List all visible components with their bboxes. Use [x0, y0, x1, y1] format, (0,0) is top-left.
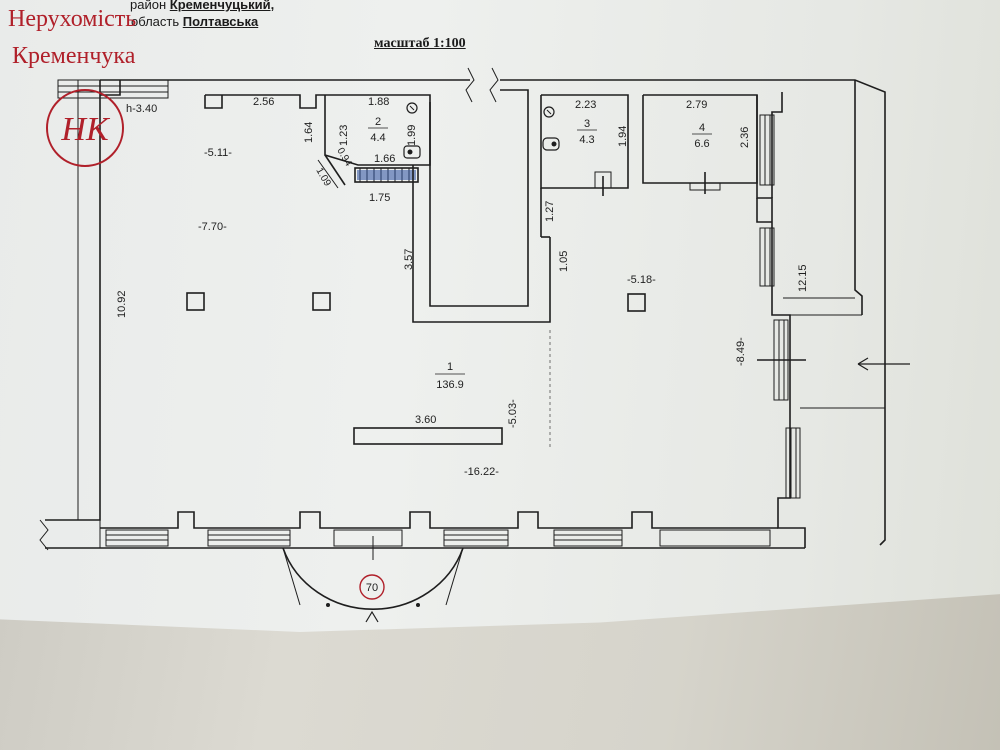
dim-1-05: 1.05 — [558, 251, 570, 272]
columns — [186, 292, 646, 312]
dim-1-75: 1.75 — [369, 192, 390, 204]
dim-5-11: -5.11- — [204, 147, 232, 159]
dim-1-23: 1.23 — [338, 125, 350, 146]
dim-1-66: 1.66 — [374, 153, 395, 165]
entrance-number: 70 — [366, 582, 378, 594]
dim-8-49: -8.49- — [735, 337, 747, 366]
region-line: область Полтавська — [131, 14, 258, 29]
dim-1-99: 1.99 — [406, 125, 418, 146]
central-shaft — [412, 89, 551, 323]
room-1-number: 1 — [447, 361, 453, 373]
dim-3-57: 3.57 — [403, 249, 415, 270]
watermark-logo: НК — [46, 89, 124, 167]
dim-5-18: -5.18- — [627, 274, 656, 286]
dim-1-94: 1.94 — [617, 126, 629, 147]
stair-top-left — [57, 79, 169, 99]
entrance-porch — [282, 536, 464, 623]
dim-12-15: 12.15 — [797, 264, 809, 292]
district-line: район Кременчуцький, — [130, 0, 274, 12]
room-2-area: 4.4 — [370, 132, 385, 144]
dimension-labels: h-3.40 2.56 -5.11- -7.70- 10.92 1.88 1.2… — [116, 96, 809, 478]
dim-16-22: -16.22- — [464, 466, 499, 478]
dim-1-88: 1.88 — [368, 96, 389, 108]
outer-walls — [39, 67, 886, 551]
dim-3-60: 3.60 — [415, 414, 436, 426]
bottom-windows — [100, 511, 778, 547]
dim-1-27: 1.27 — [544, 201, 556, 222]
room-3 — [540, 94, 629, 238]
room-3-area: 4.3 — [579, 134, 594, 146]
top-pilasters — [204, 94, 345, 109]
dim-0-94: 0.94 — [334, 146, 353, 169]
scale-label: масштаб 1:100 — [374, 36, 466, 51]
dim-2-36: 2.36 — [739, 127, 751, 148]
watermark-line-2: Кременчука — [12, 43, 136, 69]
room-1-area: 136.9 — [436, 379, 464, 391]
room-labels: 2 4.4 3 4.3 4 6.6 1 136.9 — [368, 116, 712, 391]
dim-2-23: 2.23 — [575, 99, 596, 111]
dim-7-70: -7.70- — [198, 221, 227, 233]
height-label: h-3.40 — [126, 103, 157, 115]
right-wall — [756, 80, 910, 548]
dim-5-03: -5.03- — [507, 399, 519, 428]
document-sheet — [0, 0, 1000, 632]
entrance-number-badge: 70 — [359, 574, 385, 600]
room-4-number: 4 — [699, 122, 705, 134]
district-value: Кременчуцький, — [169, 0, 275, 12]
region-value: Полтавська — [182, 14, 259, 29]
room-2 — [317, 94, 431, 189]
region-prefix: область — [131, 14, 180, 29]
dim-2-56: 2.56 — [253, 96, 274, 108]
dim-1-64: 1.64 — [303, 122, 315, 143]
dim-2-79: 2.79 — [686, 99, 707, 111]
counter — [353, 427, 503, 445]
dim-10-92: 10.92 — [116, 290, 128, 318]
dim-1-09: 1.09 — [313, 166, 332, 189]
watermark-line-1: Нерухомість — [8, 6, 137, 32]
room-3-number: 3 — [584, 118, 590, 130]
room-4-area: 6.6 — [694, 138, 709, 150]
logo-letters: НК — [60, 111, 111, 148]
room-2-number: 2 — [375, 116, 381, 128]
district-prefix: район — [130, 0, 167, 12]
